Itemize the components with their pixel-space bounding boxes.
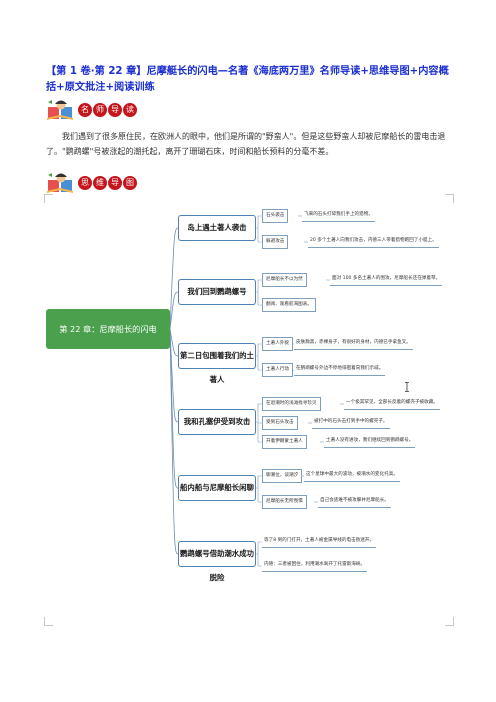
section-badges: 思 维 导 图 [78, 176, 137, 190]
crop-mark [44, 617, 53, 626]
crop-mark [44, 194, 53, 203]
intro-paragraph: 我们遇到了很多原住民，在欧洲人的眼中，他们是所谓的"野蛮人"。但是这些野蛮人却被… [46, 132, 446, 156]
crop-mark [445, 194, 454, 203]
mindmap-leaf: 自己会逃难不被攻撃并尼摩船长。 [318, 495, 391, 508]
mindmap-subnode: 土著人外貌 [262, 337, 293, 351]
section-badge: 思 [78, 176, 92, 190]
mindmap-connectors [169, 215, 344, 567]
mindmap-subnode: 翻阅、观看航海图表。 [262, 298, 316, 312]
text-cursor-icon [405, 382, 409, 392]
mindmap-subnode: 躲避攻击 [262, 235, 289, 249]
mindmap-subnode: 在退潮时的浅滩找寻珍贝 [262, 397, 321, 411]
section-badge: 导 [108, 103, 122, 117]
mindmap-subnode: 受到石头攻击 [262, 416, 298, 430]
mindmap: 第 22 章：尼摩船长的闪电 岛上遇土著人袭击 石头袭击 飞来的石头打碎我们手上… [44, 194, 454, 626]
section-heading-mindmap: 思 维 导 图 [46, 172, 166, 194]
mindmap-branch: 鹦鹉螺号借助潮水成功脱险 [178, 541, 256, 582]
mindmap-leaf: 皮肤黝黑，赤裸身子，有很好的身材，内德已手拿鱼叉。 [294, 337, 413, 350]
section-badge: 导 [108, 176, 122, 190]
mindmap-branch: 我们回到鹦鹉螺号 [178, 279, 256, 305]
reading-student-icon [47, 100, 73, 120]
reading-student-icon [47, 173, 73, 193]
mindmap-leaf: 这个星球中最大的波动，被潮水的变化托高。 [304, 469, 400, 482]
mindmap-leaf: 面对 100 多名土著人的围攻，尼摩船长还在弹着琴。 [330, 273, 443, 286]
mindmap-leaf: 被打中的石头击打到手中的螺壳子。 [312, 416, 390, 429]
mindmap-subnode: 开着伊朗蒙土著人 [262, 435, 307, 449]
mindmap-leaf: 在鹦鹉螺号外边不停地徘徊着向我们示威。 [294, 363, 386, 376]
mindmap-branch: 船内船与尼摩船长闲聊 [178, 475, 256, 501]
section-badge: 名 [78, 103, 92, 117]
mindmap-subnode: 聊潮位，谈潮汐 [262, 469, 303, 483]
article-title: 【第 1 卷·第 22 章】尼摩艇长的闪电—名著《海底两万里》名师导读+思维导图… [46, 66, 449, 93]
section-badge: 师 [93, 103, 107, 117]
mindmap-leaf: 土著人没有进攻，我们继续回到鹦鹉螺号。 [324, 435, 416, 448]
mindmap-subnode: 尼摩船长不以为然 [262, 273, 307, 287]
mindmap-root: 第 22 章：尼摩船长的闪电 [46, 309, 170, 349]
mindmap-branch: 我和孔塞伊受到攻击 [178, 409, 256, 435]
section-badge: 维 [93, 176, 107, 190]
mindmap-leaf: 一个极其罕见，全部长反着的螺壳子被收藏。 [344, 397, 440, 410]
mindmap-leaf: 飞来的石头打碎我们手上的猎物。 [302, 209, 375, 222]
section-heading-guide: 名 师 导 读 [46, 99, 166, 121]
mindmap-leaf: 内德：三者被困住，利用潮水离开了托雷斯海峡。 [262, 559, 368, 572]
mindmap-subnode: 尼摩船长无所畏惧 [262, 495, 307, 509]
section-badge: 图 [123, 176, 137, 190]
mindmap-branch: 第二日包围着我们的土著人 [178, 343, 256, 384]
section-badges: 名 师 导 读 [78, 103, 137, 117]
mindmap-leaf: 等了8 到的门打开，土著人被金属导线的电击昏迷开。 [262, 535, 377, 548]
crop-mark [445, 617, 454, 626]
mindmap-branch: 岛上遇土著人袭击 [178, 215, 256, 241]
mindmap-subnode: 石头袭击 [262, 209, 289, 223]
section-badge: 读 [123, 103, 137, 117]
mindmap-subnode: 土著人行动 [262, 363, 293, 377]
mindmap-leaf: 20 多个土著人向我们攻击，内德三人带着猎物跑回了小艇上。 [308, 235, 439, 248]
